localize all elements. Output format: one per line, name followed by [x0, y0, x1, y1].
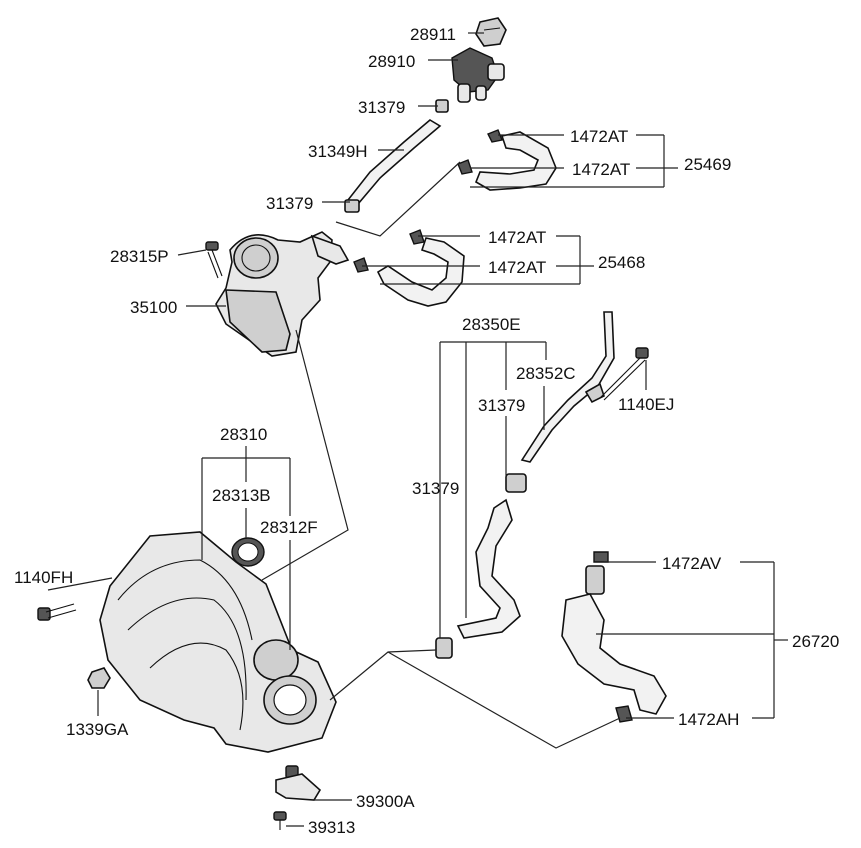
label-1140EJ: 1140EJ [618, 395, 674, 414]
label-31349H: 31349H [308, 142, 368, 161]
part-35100-throttle-body [215, 231, 350, 357]
label-31379-top: 31379 [358, 98, 405, 117]
label-31379-right: 31379 [478, 396, 525, 415]
label-1472AT-1: 1472AT [570, 127, 628, 146]
part-28315P-bolt [205, 241, 223, 279]
part-28350E-hose [456, 498, 521, 639]
part-31379-clip-left [435, 637, 453, 659]
part-1140EJ-bolt [599, 347, 649, 401]
leader-lines [47, 32, 788, 827]
label-1472AV: 1472AV [662, 554, 722, 573]
part-labels: 28911 28910 31379 31349H 31379 1472AT 14… [14, 25, 839, 837]
label-28315P: 28315P [110, 247, 169, 266]
label-28350E: 28350E [462, 315, 521, 334]
part-1140FH-bolt [37, 603, 77, 621]
part-31349H-hose [344, 119, 442, 213]
label-28352C: 28352C [516, 364, 576, 383]
part-25468-hose [353, 229, 465, 307]
part-39300A-sensor [275, 765, 322, 801]
label-1472AT-4: 1472AT [488, 258, 546, 277]
part-28313B-gasket [231, 537, 265, 567]
label-39300A: 39300A [356, 792, 415, 811]
part-26720-hose [561, 551, 667, 723]
label-1472AH: 1472AH [678, 710, 739, 729]
part-39313-screw [273, 811, 287, 830]
label-25468: 25468 [598, 253, 645, 272]
label-35100: 35100 [130, 298, 177, 317]
label-1339GA: 1339GA [66, 720, 129, 739]
label-31379-left: 31379 [412, 479, 459, 498]
part-28910-valve [451, 47, 505, 103]
part-25469-hose [457, 129, 557, 191]
label-1472AT-3: 1472AT [488, 228, 546, 247]
part-28352C-pipe [520, 311, 615, 463]
label-31379-mid: 31379 [266, 194, 313, 213]
part-1339GA-nut [87, 667, 111, 689]
part-28911-cap [475, 17, 507, 47]
label-28910: 28910 [368, 52, 415, 71]
part-28310-intake-manifold [99, 531, 337, 753]
label-28310: 28310 [220, 425, 267, 444]
label-25469: 25469 [684, 155, 731, 174]
label-28911: 28911 [410, 25, 456, 44]
part-31379-clip-right [505, 473, 527, 493]
label-39313: 39313 [308, 818, 355, 837]
label-28313B: 28313B [212, 486, 271, 505]
label-1472AT-2: 1472AT [572, 160, 630, 179]
label-1140FH: 1140FH [14, 568, 73, 587]
label-28312F: 28312F [260, 518, 318, 537]
label-26720: 26720 [792, 632, 839, 651]
